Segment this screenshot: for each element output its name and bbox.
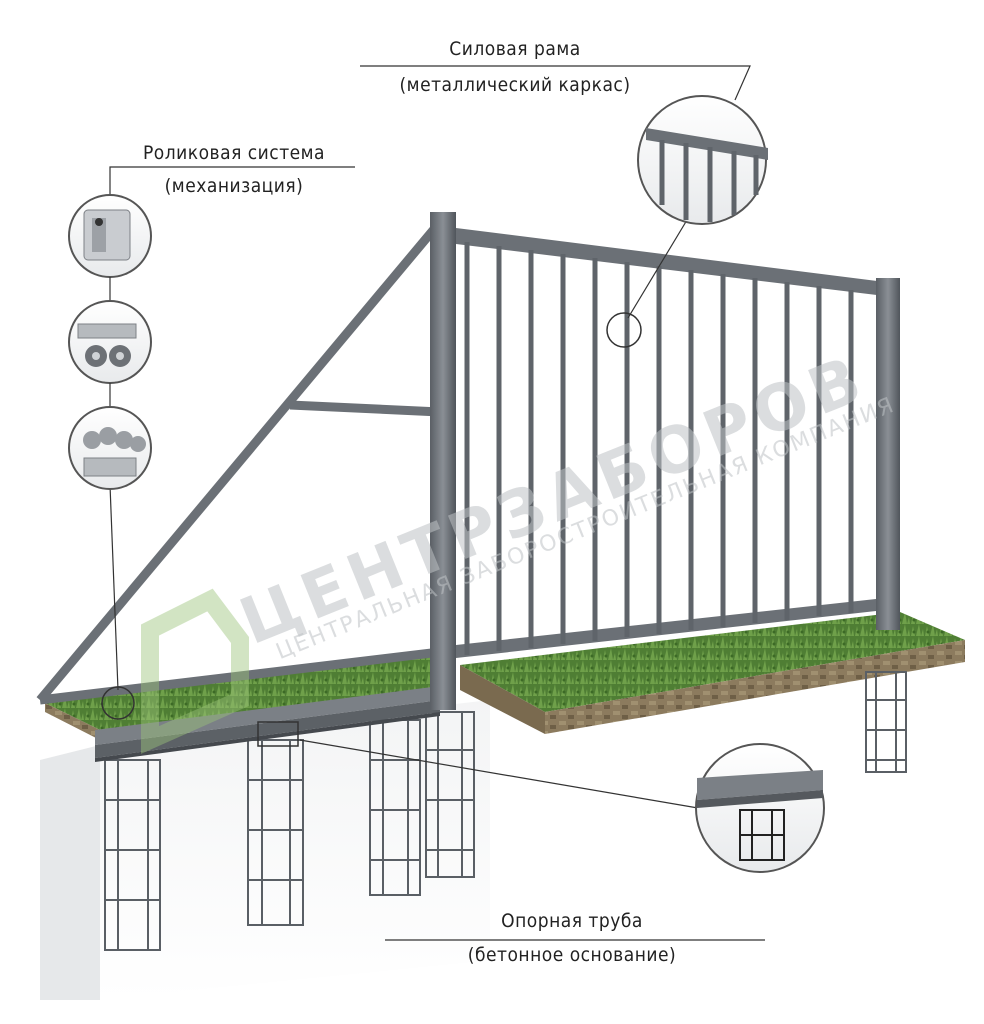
support-callout-title: Опорная труба [501,910,643,932]
roller-callout-title: Роликовая система [143,142,325,164]
roller-carriage-icon [69,407,151,489]
frame-callout-subtitle: (металлический каркас) [400,74,631,96]
support-callout-subtitle: (бетонное основание) [468,944,676,966]
end-catcher-icon [69,195,151,277]
leader-roller-down [110,485,118,690]
frame-callout-title: Силовая рама [449,38,580,60]
rebar-cage-5 [866,672,906,772]
support-detail-circle [696,744,824,872]
roller-callout-subtitle: (механизация) [165,175,304,197]
frame-pointer-ring [607,313,641,347]
frame-detail-circle [638,96,768,224]
upper-roller-guide-icon [69,301,151,383]
